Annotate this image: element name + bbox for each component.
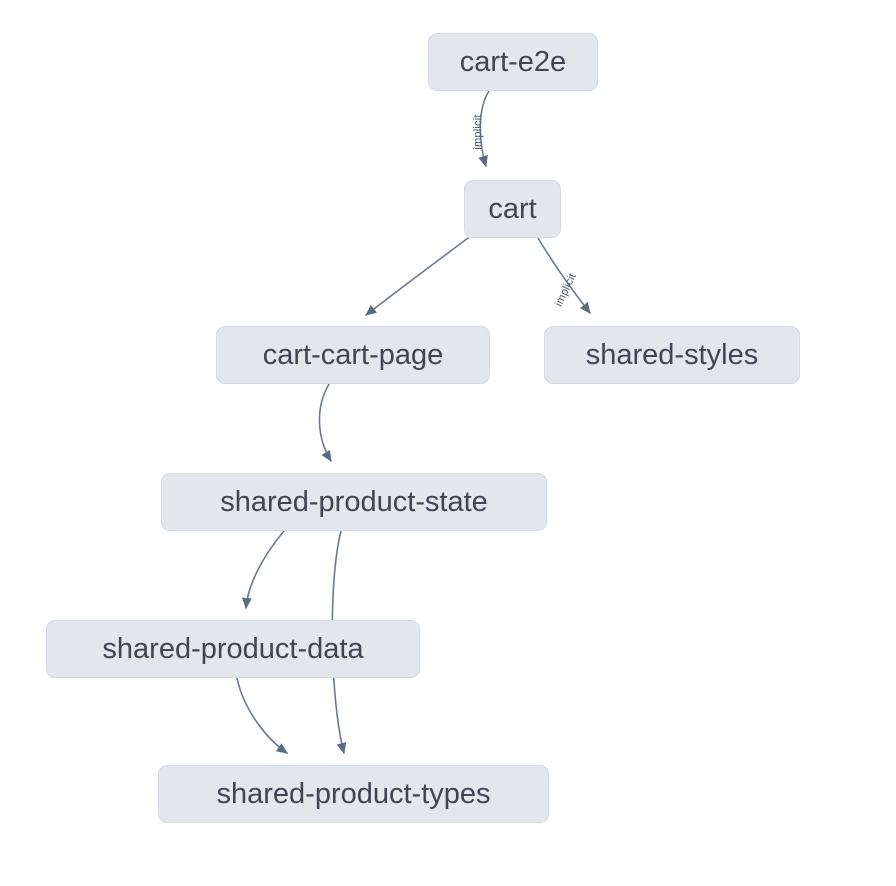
graph-edge (365, 237, 469, 316)
graph-edge (236, 677, 288, 754)
graph-node-shared-product-state[interactable]: shared-product-state (161, 473, 547, 531)
graph-node-label: cart-cart-page (262, 338, 444, 371)
graph-node-shared-styles[interactable]: shared-styles (544, 326, 800, 384)
graph-edge (318, 383, 332, 462)
edge-label: implicit (472, 114, 484, 149)
graph-edge (537, 237, 591, 314)
graph-edge (478, 90, 490, 168)
graph-node-label: shared-styles (585, 338, 759, 371)
graph-node-shared-product-types[interactable]: shared-product-types (158, 765, 549, 823)
graph-node-shared-product-data[interactable]: shared-product-data (46, 620, 420, 678)
graph-node-label: cart (488, 192, 537, 225)
graph-node-cart-e2e[interactable]: cart-e2e (428, 33, 598, 91)
graph-edge (241, 530, 285, 610)
graph-node-label: shared-product-types (216, 777, 491, 810)
graph-node-cart[interactable]: cart (464, 180, 561, 238)
edge-label: implicit (553, 271, 579, 308)
graph-node-cart-cart-page[interactable]: cart-cart-page (216, 326, 490, 384)
graph-node-label: shared-product-data (102, 632, 364, 665)
graph-node-label: shared-product-state (220, 485, 488, 518)
graph-node-label: cart-e2e (459, 45, 567, 78)
